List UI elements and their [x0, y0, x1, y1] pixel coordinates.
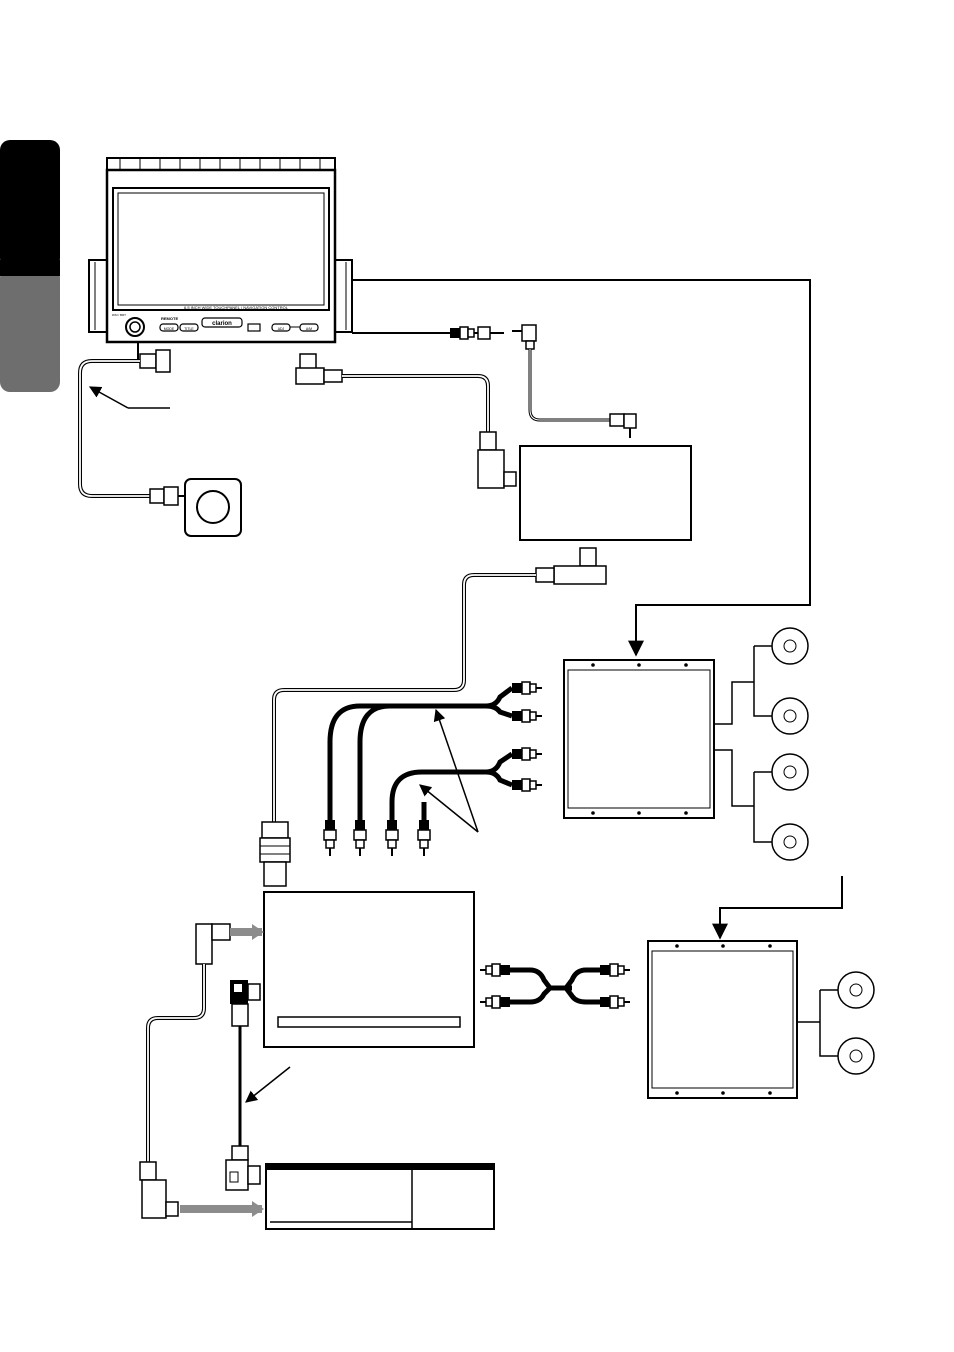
head-unit-rca-cable — [352, 326, 504, 340]
speaker-icon — [771, 823, 809, 861]
remote-sensor — [184, 478, 242, 537]
pointer-arrow-1 — [433, 708, 479, 833]
din-plug-icon — [261, 821, 289, 839]
mode-key-label: MODE — [164, 327, 175, 331]
mode-button[interactable] — [159, 323, 179, 332]
amplifier-2 — [647, 940, 798, 1099]
aim-key-label: A/M — [306, 327, 312, 331]
speaker-icon — [771, 627, 809, 665]
side-tab-dark — [0, 140, 60, 268]
rca-cable-rear — [385, 747, 543, 857]
amp2-speaker-wires — [797, 989, 840, 1057]
amp1-speaker-wires — [714, 645, 774, 843]
head-unit: 6.5 INCH WIDE TOUCHPANEL / NAVIGATION CO… — [88, 157, 353, 344]
speaker-icon — [771, 753, 809, 791]
rca-cable-front — [323, 681, 543, 857]
side-tab-gray — [0, 268, 60, 392]
external-unit-box — [519, 445, 692, 541]
remote-eye-cable — [78, 343, 184, 506]
video-out-cable — [512, 324, 637, 438]
remote-label: REMOTE — [161, 316, 178, 321]
bus-cable-2 — [259, 547, 607, 887]
speaker-icon — [837, 1037, 875, 1075]
amp2-input-arrow — [712, 876, 843, 940]
adj-key-label: ADJ — [278, 327, 285, 331]
pointer-arrow-2 — [419, 784, 479, 833]
dim-key-label: DIM / BRT — [112, 313, 126, 317]
speaker-icon — [771, 697, 809, 735]
model-text: 6.5 INCH WIDE TOUCHPANEL / NAVIGATION CO… — [184, 305, 289, 310]
brand-label: clarion — [212, 321, 232, 327]
speaker-icon — [837, 971, 875, 1009]
cd-changer — [265, 1163, 495, 1230]
changer-control-cable — [225, 980, 261, 1191]
head-to-amp-cable — [352, 279, 811, 657]
title-button[interactable] — [179, 323, 199, 332]
processor-unit — [263, 891, 475, 1048]
brand-plate — [201, 317, 243, 328]
title-key-label: TITLE — [184, 327, 194, 331]
rca-cable-sub — [479, 963, 631, 1009]
pointer-arrow-3 — [245, 1066, 291, 1103]
amplifier-1 — [563, 659, 715, 819]
changer-bus-cable — [139, 923, 264, 1219]
bus-cable-1 — [295, 353, 517, 489]
